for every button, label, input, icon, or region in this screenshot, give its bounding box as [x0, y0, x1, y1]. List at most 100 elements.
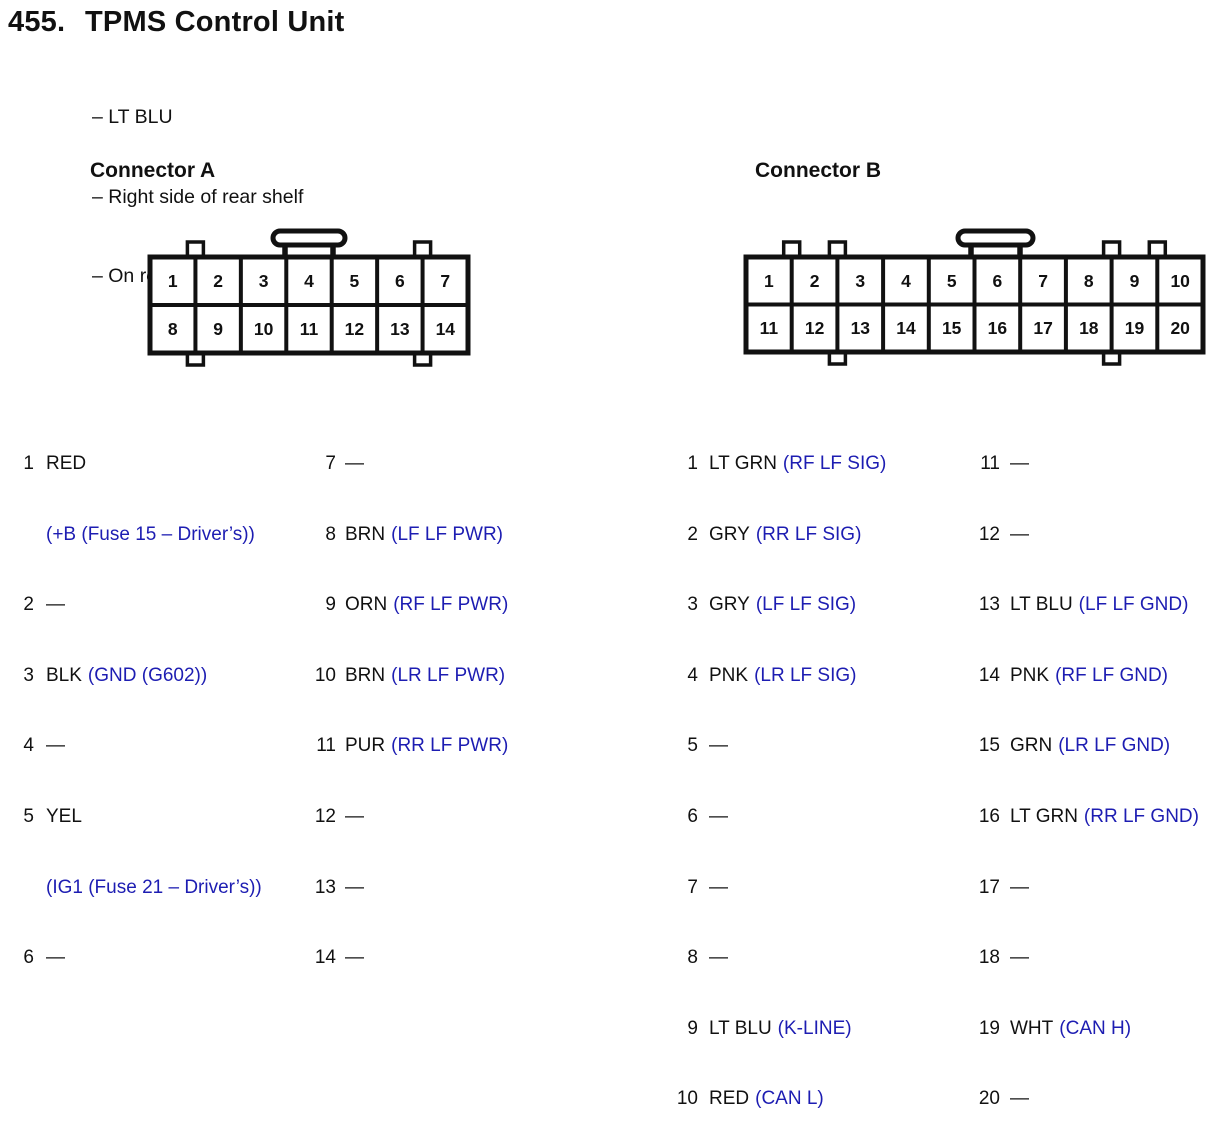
pin-number: 14	[314, 947, 336, 969]
connector-a-heading: Connector A	[90, 159, 216, 182]
pin-number: 11	[316, 735, 336, 757]
grid-cell: 11	[300, 319, 319, 339]
grid-cell: 7	[1038, 271, 1048, 291]
pin-wire-color: WHT	[1010, 1017, 1054, 1039]
pin-wire-color: LT BLU	[709, 1017, 772, 1039]
pin-signal: (CAN L)	[755, 1088, 824, 1110]
pin-number: 12	[314, 805, 336, 827]
grid-cell: 1	[764, 271, 774, 291]
pin-number: 1	[23, 453, 34, 474]
pin-signal: (LR LF GND)	[1058, 735, 1171, 757]
pin-number: 9	[325, 594, 336, 616]
pin-wire-color: —	[1010, 876, 1029, 898]
pin-row-continuation: (+B (Fuse 15 – Driver’s))	[15, 522, 262, 549]
pin-row: 7—	[310, 451, 508, 478]
pin-number: 17	[978, 876, 1000, 898]
pin-signal: (RF LF GND)	[1055, 664, 1169, 686]
latch-bar	[955, 228, 1036, 248]
pin-wire-color: GRY	[709, 594, 750, 616]
pin-number: 12	[978, 523, 1000, 545]
pin-row: 17 —	[974, 875, 1199, 902]
grid-cell: 13	[851, 318, 871, 338]
grid-cell: 9	[1130, 271, 1140, 291]
pin-row: 7—	[672, 875, 886, 902]
pin-wire-color: —	[1010, 1088, 1029, 1110]
pin-signal: (LF LF GND)	[1078, 594, 1189, 616]
pin-number: 10	[676, 1088, 698, 1110]
grid-cell: 10	[254, 319, 274, 339]
pin-number: 15	[978, 735, 1000, 757]
pin-wire-color: —	[345, 805, 364, 827]
pin-number: 4	[687, 664, 698, 686]
note-line: – Right side of rear shelf	[92, 185, 304, 208]
grid-cell: 6	[993, 271, 1003, 291]
pin-wire-color: BRN	[345, 523, 386, 545]
pin-wire-color: YEL	[46, 805, 82, 827]
pin-row-continuation: (IG1 (Fuse 21 – Driver’s))	[15, 875, 262, 902]
section-number: 455.	[8, 6, 66, 38]
pin-signal: (CAN H)	[1059, 1017, 1132, 1039]
grid-cell: 4	[901, 271, 911, 291]
pin-number: 13	[978, 594, 1000, 616]
grid-cell: 15	[942, 318, 962, 338]
pin-wire-color: LT GRN	[709, 453, 777, 474]
grid-cell: 9	[213, 319, 223, 339]
pin-row: 13 LT BLU(LF LF GND)	[974, 592, 1199, 619]
pin-number: 18	[978, 947, 1000, 969]
pin-signal: (RF LF PWR)	[393, 594, 509, 616]
pin-number: 3	[687, 594, 698, 616]
pin-wire-color: BLK	[46, 664, 82, 686]
pin-signal: (RR LF SIG)	[755, 523, 862, 545]
pin-number: 6	[687, 805, 698, 827]
pin-row: 1 RED	[15, 451, 262, 478]
pin-signal: (RF LF SIG)	[782, 453, 887, 474]
pin-signal: (K-LINE)	[777, 1017, 852, 1039]
grid-cell: 8	[168, 319, 178, 339]
pin-wire-color: —	[46, 735, 65, 757]
connector-a-diagram: 1 2 3 4 5 6 7 8 9 10 11 12 13 14	[147, 228, 471, 367]
connector-b-diagram: 1 2 3 4 5 6 7 8 9 10 11 12 13 14 15 16 1…	[743, 228, 1206, 366]
pin-number: 19	[978, 1017, 1000, 1039]
pin-wire-color: ORN	[345, 594, 388, 616]
pin-wire-color: LT BLU	[1010, 594, 1073, 616]
pin-wire-color: —	[709, 735, 728, 757]
grid-cell: 10	[1170, 271, 1190, 291]
pin-wire-color: GRY	[709, 523, 750, 545]
pin-wire-color: RED	[46, 453, 87, 474]
pin-wire-color: PNK	[1010, 664, 1050, 686]
pin-wire-color: LT GRN	[1010, 805, 1078, 827]
grid-cell: 1	[168, 271, 178, 291]
pin-row: 2—	[15, 592, 262, 619]
grid-cell: 4	[304, 271, 314, 291]
grid-cell: 3	[259, 271, 269, 291]
pin-wire-color: —	[709, 947, 728, 969]
pin-wire-color: PNK	[709, 664, 749, 686]
pin-row: 12 —	[310, 804, 508, 831]
grid-cell: 12	[805, 318, 825, 338]
pin-wire-color: —	[46, 594, 65, 616]
grid-cell: 8	[1084, 271, 1094, 291]
grid-cell: 7	[440, 271, 450, 291]
pin-number: 7	[325, 453, 336, 474]
note-line: – LT BLU	[92, 106, 173, 128]
grid-cell: 2	[213, 271, 223, 291]
grid-cell: 14	[896, 318, 916, 338]
grid-cell: 5	[947, 271, 957, 291]
grid-cell: 5	[350, 271, 360, 291]
grid-cell: 12	[345, 319, 365, 339]
grid-lines	[150, 257, 468, 353]
grid-cell: 2	[810, 271, 820, 291]
latch-bar	[270, 228, 348, 248]
pin-number: 2	[687, 523, 698, 545]
pin-row: 20—	[974, 1086, 1199, 1113]
grid-cell: 20	[1170, 318, 1190, 338]
pin-number: 8	[687, 947, 698, 969]
